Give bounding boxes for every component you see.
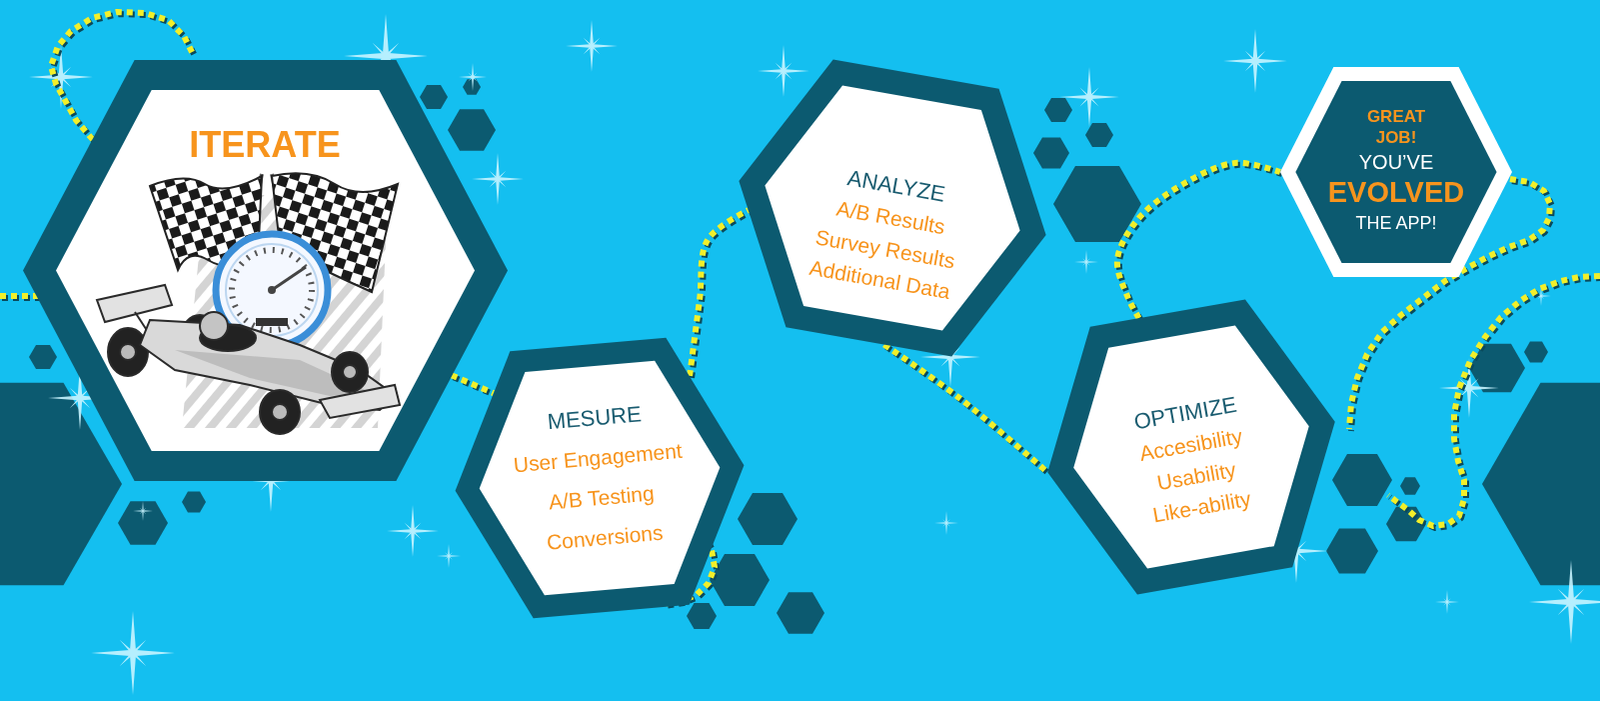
small-hexagon	[117, 500, 168, 544]
sparkle	[1435, 589, 1460, 614]
congrats-text: GREAT JOB!	[1357, 106, 1436, 148]
step-hexagon: MESUREUser EngagementA/B TestingConversi…	[443, 331, 756, 624]
flag-pole	[235, 173, 262, 302]
step-hexagon: ITERATE	[22, 59, 508, 481]
step-item: A/B Testing	[546, 472, 656, 522]
step-heading: MESURE	[545, 394, 643, 443]
small-hexagon	[1326, 527, 1379, 573]
checkered-flag	[271, 172, 398, 292]
car-shade	[174, 349, 370, 396]
helmet	[199, 311, 228, 340]
sparkle	[386, 504, 439, 557]
speedometer-ticks	[231, 249, 312, 330]
edge-hexagon	[1482, 382, 1600, 586]
small-hexagon	[181, 491, 206, 513]
congrats-text: THE APP!	[1355, 209, 1437, 237]
sparkle	[90, 610, 175, 695]
small-hexagon	[1469, 343, 1526, 392]
sparkle	[757, 44, 810, 97]
dotted-connector	[451, 374, 494, 393]
race-car	[96, 284, 400, 434]
cockpit	[199, 324, 256, 351]
connector-shadow	[1119, 164, 1283, 320]
dotted-connector	[1117, 162, 1281, 318]
wheel	[181, 314, 218, 355]
hub	[342, 364, 357, 379]
speedometer	[215, 233, 328, 346]
sparkle	[1074, 249, 1099, 274]
wheel	[331, 351, 368, 392]
small-hexagon	[419, 84, 448, 109]
dotted-connector	[689, 209, 749, 376]
speedometer-needle	[271, 266, 306, 290]
hexagon-border	[715, 46, 1070, 369]
hub	[119, 343, 136, 360]
small-hexagon	[462, 78, 481, 95]
small-hexagon	[686, 602, 717, 629]
small-hexagon	[709, 553, 770, 606]
small-hexagon	[776, 591, 825, 634]
hexagon-fill	[745, 74, 1040, 341]
sparkle	[1059, 66, 1120, 127]
speedometer-ring	[225, 243, 318, 336]
hexagon-outline	[443, 331, 756, 624]
dotted-trail-shadow	[1, 13, 1600, 606]
wing-strut	[134, 311, 150, 335]
odometer	[255, 317, 288, 326]
front-wing	[319, 384, 400, 418]
congrats-text: EVOLVED	[1328, 175, 1465, 209]
small-hexagon	[447, 108, 496, 151]
step-item: User Engagement	[511, 430, 684, 485]
sparkle	[28, 44, 93, 109]
wheel	[259, 389, 300, 434]
sparkle	[132, 500, 153, 521]
rear-wing	[96, 284, 172, 322]
hexagon-border	[22, 59, 508, 481]
flag-pole	[271, 173, 300, 302]
speed-stripes	[181, 194, 388, 428]
small-hexagon	[28, 344, 57, 369]
sparkle	[934, 510, 959, 535]
hexagon-border	[443, 331, 756, 624]
hexagon-fill	[1295, 80, 1497, 263]
step-heading: ITERATE	[188, 122, 340, 166]
hexagon-border	[1024, 287, 1360, 607]
checkered-flag	[149, 175, 262, 270]
hexagon-fill	[469, 355, 730, 600]
small-hexagon	[1085, 122, 1114, 147]
car-body	[139, 319, 395, 410]
step-hexagon: OPTIMIZEAccesibilityUsabilityLike-abilit…	[1024, 287, 1360, 607]
sparkle	[565, 19, 618, 72]
hexagon-border	[1280, 66, 1513, 277]
small-hexagon	[1033, 136, 1070, 168]
small-hexagon	[1332, 453, 1393, 506]
sparkle	[471, 152, 524, 205]
sparkle	[1529, 559, 1600, 644]
small-hexagon	[1053, 165, 1142, 242]
dotted-connector	[884, 344, 1048, 473]
finish-hexagon: GREAT JOB!YOU’VEEVOLVEDTHE APP!	[1280, 66, 1513, 277]
wheel	[107, 327, 148, 376]
dotted-trail	[0, 11, 1600, 604]
small-hexagon	[1044, 97, 1073, 122]
step-hexagon: ANALYZEA/B ResultsSurvey ResultsAddition…	[715, 46, 1070, 369]
sparkle	[436, 543, 461, 568]
hexagon-fill	[55, 89, 475, 451]
small-hexagon	[1524, 341, 1549, 363]
sparkle	[458, 62, 487, 91]
needle-hub	[267, 285, 276, 294]
hub	[271, 403, 288, 420]
congrats-text: YOU’VE	[1359, 147, 1434, 176]
small-hexagon	[1400, 476, 1421, 494]
hexagon-outline	[22, 59, 508, 481]
sparkle	[1223, 28, 1288, 93]
step-item: Conversions	[544, 511, 665, 562]
hexagon-fill	[1054, 315, 1329, 578]
small-hexagon	[737, 492, 798, 545]
